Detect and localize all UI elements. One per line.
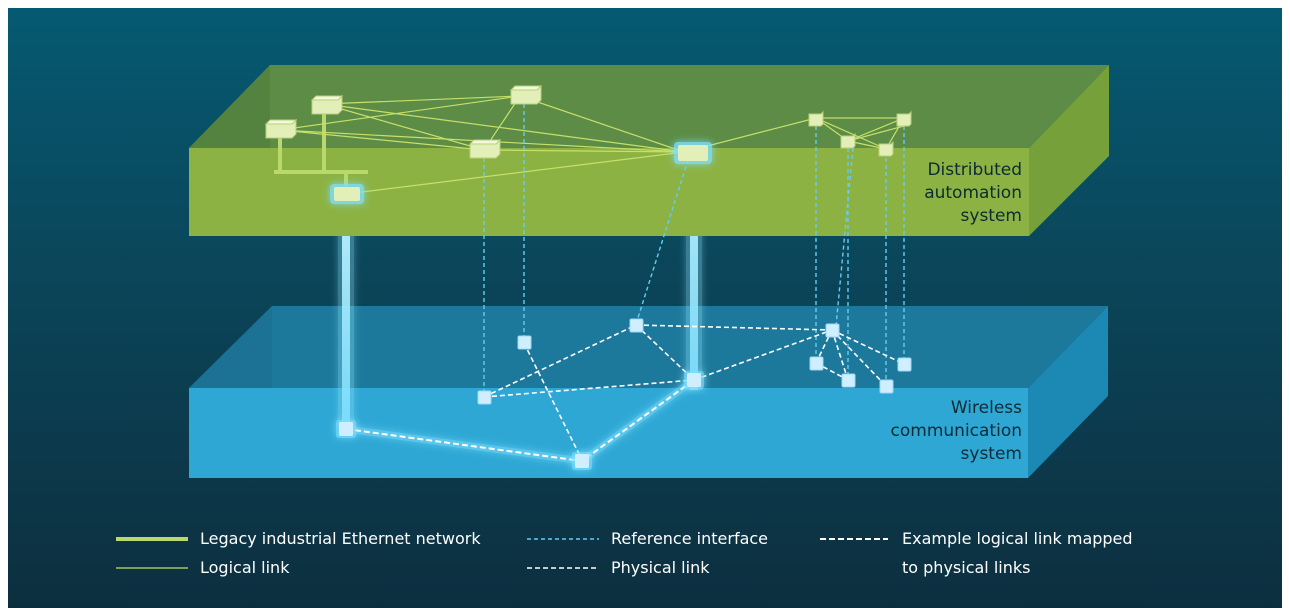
automation-node (840, 132, 856, 149)
automation-label-line: automation (924, 183, 1022, 203)
legend-legacy: Legacy industrial Ethernet network (116, 528, 481, 550)
wireless-label-line: system (960, 444, 1022, 464)
automation-label-line: Distributed (927, 160, 1022, 180)
wireless-node (825, 323, 840, 338)
wireless-nodes-highlighted (336, 371, 704, 470)
wireless-node (897, 357, 912, 372)
wireless-label-line: Wireless (950, 398, 1022, 418)
wireless-node (841, 373, 856, 388)
legend-logical: Logical link (116, 557, 289, 579)
automation-label-line: system (960, 206, 1022, 226)
architecture-diagram (189, 65, 1109, 478)
automation-layer-label: Distributed automation system (924, 159, 1022, 228)
legend-reference: Reference interface (527, 528, 768, 550)
wireless-layer-front (189, 388, 1028, 478)
reference-line-icon (527, 538, 599, 540)
automation-layer-side (1029, 65, 1109, 236)
diagram-panel: Distributed automation system Wireless c… (8, 8, 1282, 608)
physical-line-icon (527, 567, 599, 569)
wireless-node (477, 390, 492, 405)
wireless-layer (189, 306, 1108, 478)
logical-links (279, 95, 905, 195)
legend-example-label-line: Example logical link mapped (902, 529, 1133, 548)
automation-layer (189, 65, 1109, 236)
automation-node (878, 140, 894, 157)
wireless-layer-side (1028, 306, 1108, 478)
automation-node (896, 110, 912, 127)
legend-example: Example logical link mapped to physical … (818, 528, 1133, 579)
wireless-label-line: communication (890, 421, 1022, 441)
wireless-layer-label: Wireless communication system (891, 397, 1022, 466)
automation-node (808, 110, 824, 127)
example-link-icon (820, 535, 888, 543)
wireless-node (629, 318, 644, 333)
wireless-layer-top (189, 306, 1108, 388)
automation-layer-front (189, 148, 1029, 236)
physical-links (483, 324, 905, 461)
legacy-line-icon (116, 537, 188, 541)
legend-legacy-label: Legacy industrial Ethernet network (200, 529, 481, 548)
legend-logical-label: Logical link (200, 558, 290, 577)
legend-example-label-line: to physical links (902, 558, 1031, 577)
wireless-node (517, 335, 532, 350)
automation-node (509, 84, 543, 105)
wireless-node (809, 356, 824, 371)
logical-line-icon (116, 567, 188, 569)
legend-physical: Physical link (527, 557, 709, 579)
automation-nodes (264, 84, 912, 159)
automation-layer-top (189, 65, 1109, 148)
wireless-nodes (477, 318, 912, 405)
wireless-node (879, 379, 894, 394)
automation-nodes-highlighted (330, 142, 712, 204)
legend-reference-label: Reference interface (611, 529, 769, 548)
reference-interfaces (483, 104, 905, 394)
legend-physical-label: Physical link (611, 558, 710, 577)
automation-node (310, 94, 344, 115)
automation-node (468, 138, 502, 159)
automation-node (264, 118, 298, 139)
